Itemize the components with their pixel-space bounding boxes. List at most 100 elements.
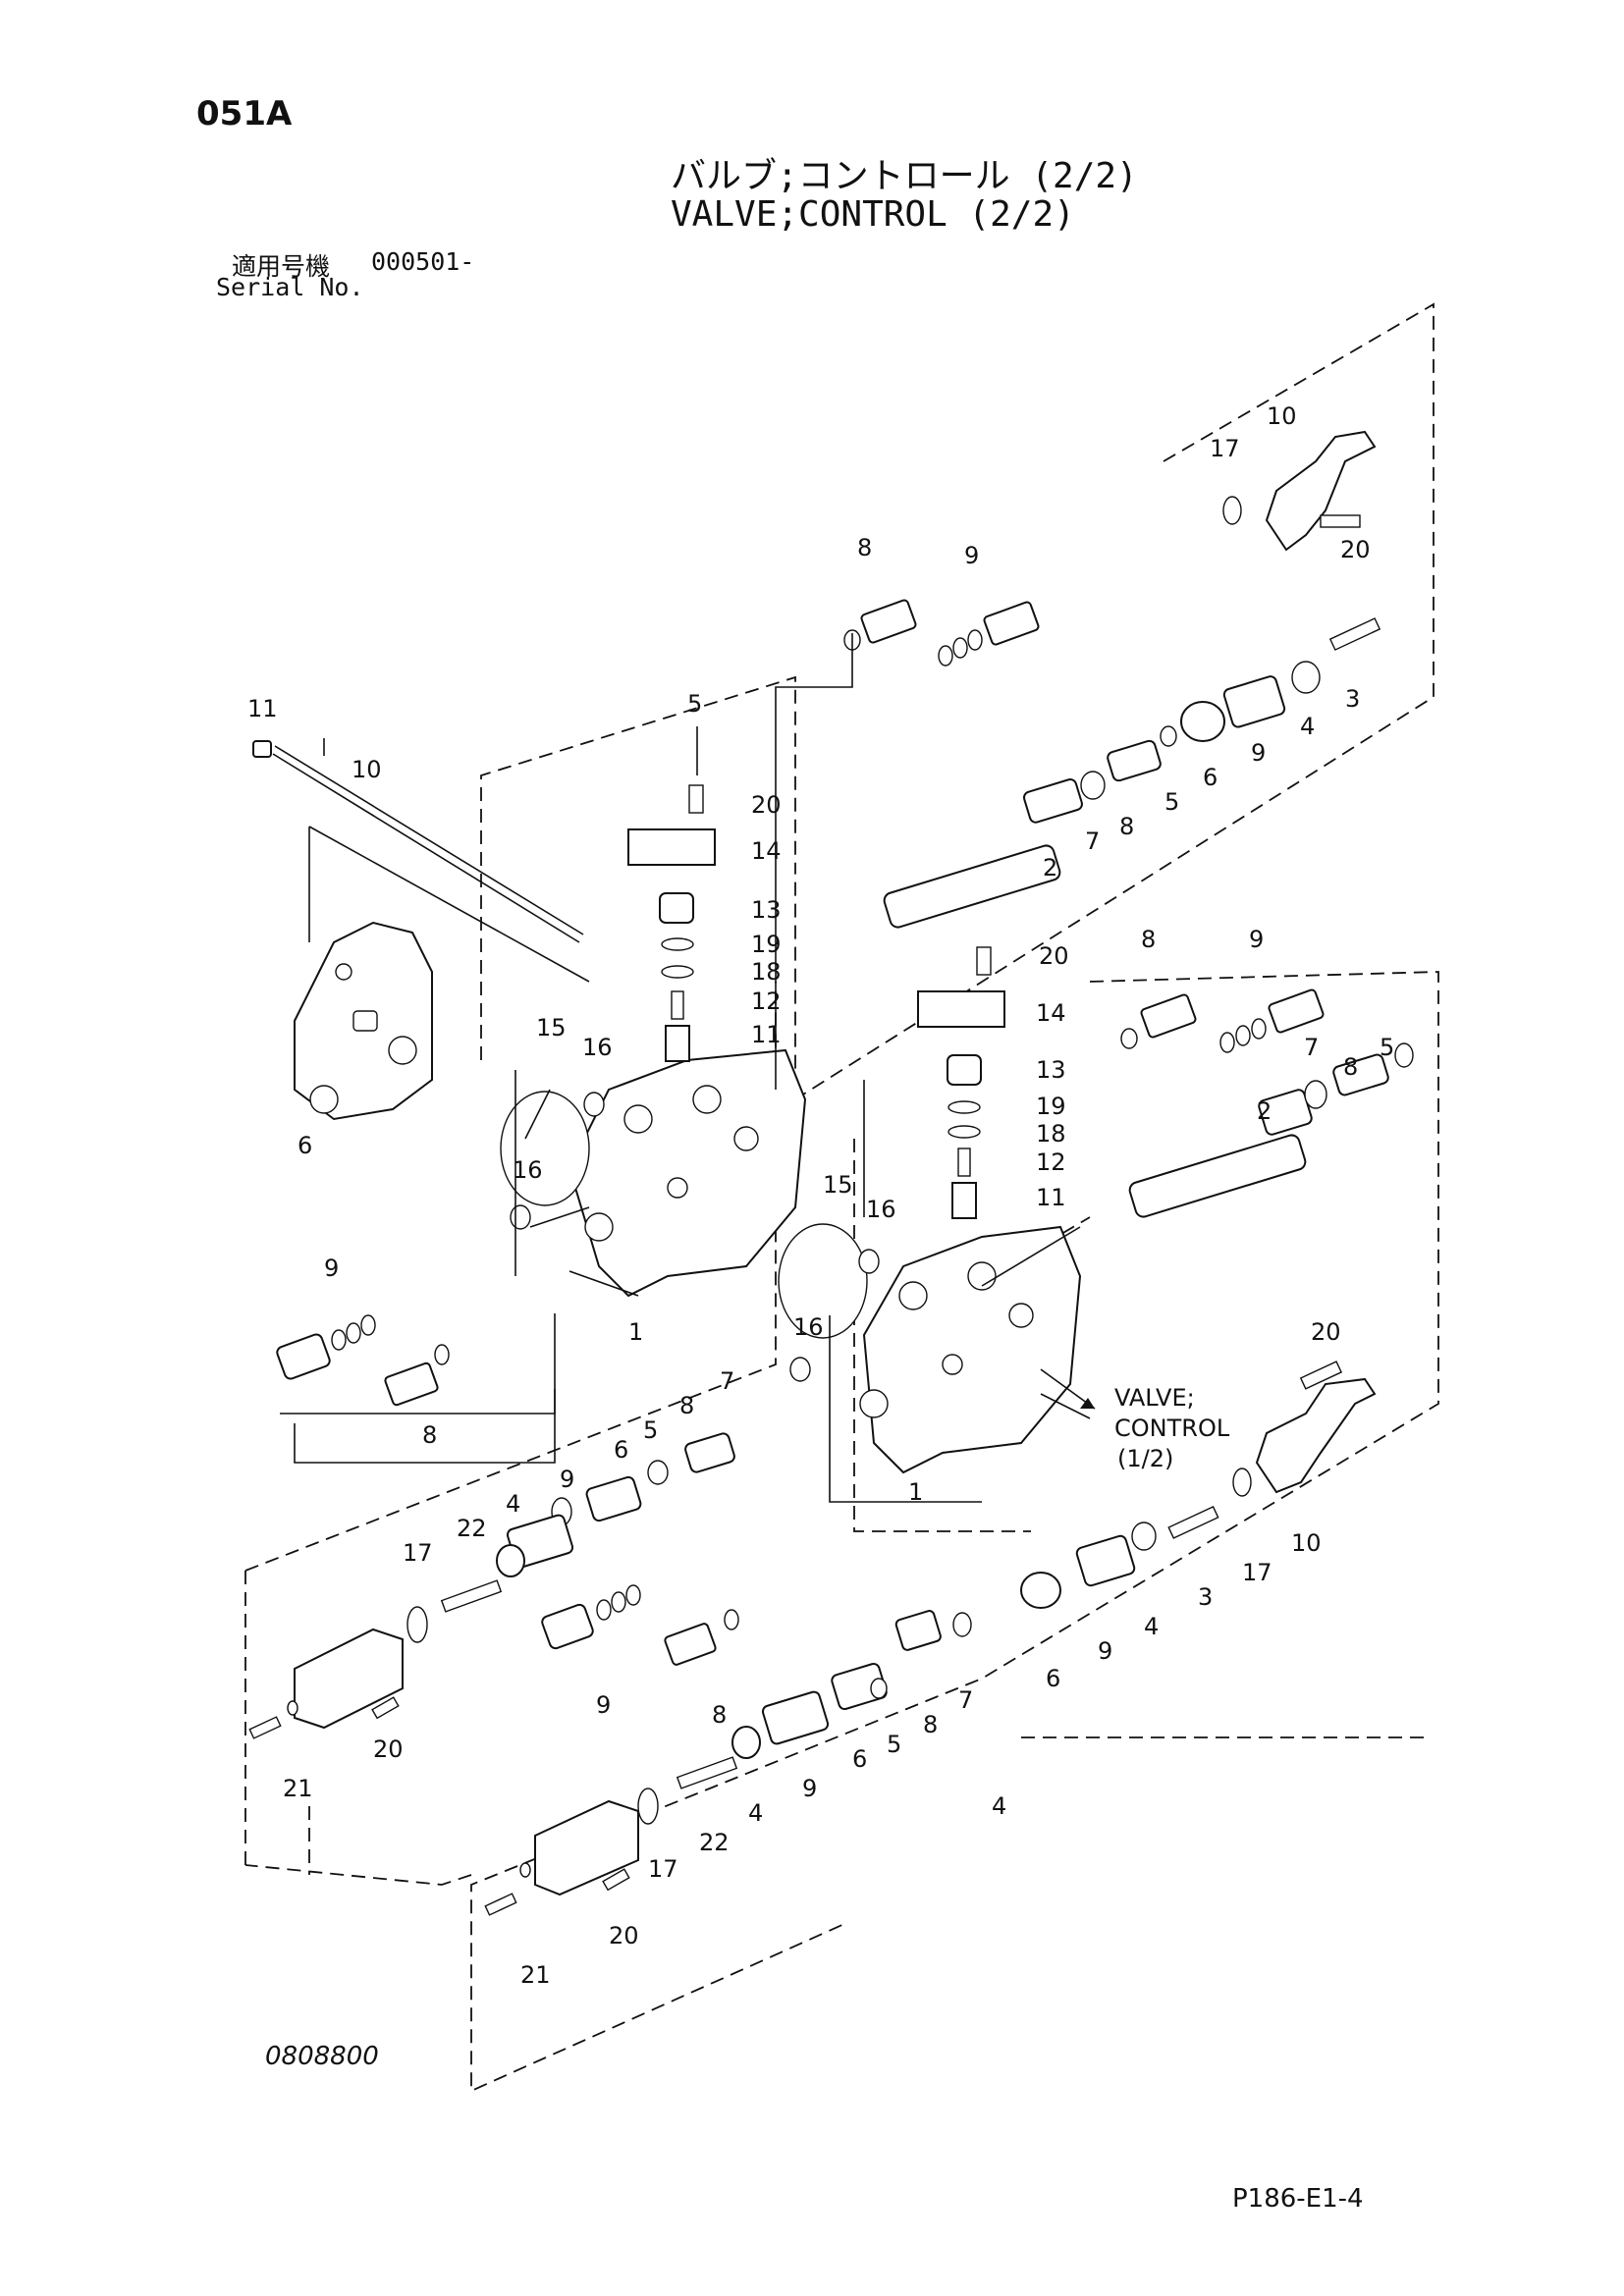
callout: 5	[687, 690, 702, 718]
callout: 21	[283, 1775, 313, 1802]
callout: 6	[614, 1436, 628, 1464]
callout: 13	[1036, 1056, 1066, 1084]
upper-spool-parts	[883, 430, 1381, 929]
callout: 18	[751, 958, 782, 986]
callout: 5	[1164, 788, 1179, 816]
callout: 7	[720, 1367, 734, 1395]
callout: 4	[506, 1490, 520, 1518]
upper-valve-body	[500, 1048, 807, 1298]
upper-ports	[843, 599, 1040, 667]
callout: 10	[352, 756, 382, 783]
plate-part	[627, 828, 716, 866]
callout: 15	[823, 1171, 853, 1199]
callout: 19	[1036, 1093, 1066, 1120]
callout: 16	[866, 1196, 896, 1223]
callout: 20	[1340, 536, 1371, 563]
serial-value: 000501-	[371, 247, 475, 276]
callout: 8	[923, 1711, 938, 1738]
callout: 11	[751, 1021, 782, 1048]
callout: 9	[596, 1691, 611, 1719]
callout: 10	[1291, 1529, 1322, 1557]
callout: 9	[1249, 926, 1264, 953]
callout: 7	[1085, 828, 1100, 855]
callout: 3	[1198, 1583, 1213, 1611]
callout: 16	[582, 1034, 613, 1061]
callout: 6	[1046, 1665, 1060, 1692]
callout: 8	[422, 1421, 437, 1449]
callout: 4	[1300, 713, 1315, 740]
nut-part	[252, 740, 272, 758]
callout: 22	[699, 1829, 730, 1856]
callout: 15	[536, 1014, 567, 1041]
callout: 18	[1036, 1120, 1066, 1148]
lower-right-relief	[1020, 1361, 1377, 1609]
callout: 4	[748, 1799, 763, 1827]
callout: 6	[298, 1132, 312, 1159]
callout: 4	[1144, 1613, 1159, 1640]
title-japanese: バルブ;コントロール (2/2)	[671, 156, 1138, 196]
lower-valve-body	[778, 1223, 1091, 1474]
upper-lower-spool-group	[248, 1432, 735, 1739]
lower-top-stack	[917, 946, 1005, 1219]
callout: 6	[852, 1745, 867, 1773]
reference-label-line1: VALVE;	[1114, 1384, 1195, 1412]
callout: 5	[643, 1416, 658, 1444]
reference-label: VALVE; CONTROL (1/2)	[1114, 1384, 1230, 1472]
lower-lower-spool-group	[484, 1584, 972, 1916]
callout: 5	[1380, 1034, 1394, 1061]
callout: 14	[751, 837, 782, 865]
callout: 1	[628, 1318, 643, 1346]
callout: 11	[247, 695, 278, 722]
callout: 22	[457, 1515, 487, 1542]
callout: 8	[1119, 813, 1134, 840]
reference-label-line3: (1/2)	[1117, 1445, 1173, 1472]
callout: 9	[324, 1255, 339, 1282]
callout: 13	[751, 896, 782, 924]
callout: 16	[793, 1313, 824, 1341]
callout: 17	[1210, 435, 1240, 462]
callout-labels: 11 10 6 5 20 14 13 19 18 12 11 15 16 16 …	[247, 402, 1394, 1989]
callout: 1	[908, 1478, 923, 1506]
callout: 10	[1267, 402, 1297, 430]
upper-top-stack	[627, 784, 716, 1062]
callout: 16	[513, 1156, 543, 1184]
callout: 20	[751, 791, 782, 819]
callout: 20	[1311, 1318, 1341, 1346]
callout: 12	[1036, 1148, 1066, 1176]
callout: 8	[679, 1392, 694, 1419]
callout: 21	[520, 1961, 551, 1989]
callout: 8	[712, 1701, 727, 1729]
callout: 8	[1343, 1053, 1358, 1081]
callout: 9	[1098, 1637, 1112, 1665]
callout: 20	[373, 1735, 404, 1763]
tie-rod-assembly	[252, 740, 590, 1121]
callout: 17	[403, 1539, 433, 1567]
leader-lines	[280, 633, 1096, 1503]
callout: 19	[751, 931, 782, 958]
callout: 20	[609, 1922, 639, 1949]
lower-spool-right	[1128, 1042, 1414, 1218]
callout: 5	[887, 1731, 901, 1758]
callout: 7	[1304, 1034, 1319, 1061]
callout: 8	[1141, 926, 1156, 953]
callout: 7	[958, 1686, 973, 1714]
serial-label-english: Serial No.	[216, 273, 364, 301]
callout: 9	[802, 1775, 817, 1802]
callout: 3	[1345, 685, 1360, 713]
callout: 4	[992, 1792, 1006, 1820]
callout: 9	[964, 542, 979, 569]
drawing-number: 0808800	[265, 2042, 379, 2071]
callout: 8	[857, 534, 872, 561]
reference-label-line2: CONTROL	[1114, 1415, 1230, 1442]
title-english: VALVE;CONTROL (2/2)	[671, 194, 1075, 235]
callout: 20	[1039, 942, 1069, 970]
lower-ports	[1120, 988, 1325, 1053]
serial-label-japanese: 適用号機	[232, 252, 331, 281]
callout: 9	[560, 1466, 574, 1493]
callout: 2	[1043, 854, 1057, 881]
callout: 2	[1257, 1097, 1272, 1125]
upper-left-ports	[276, 1314, 450, 1407]
callout: 14	[1036, 999, 1066, 1027]
callout: 17	[648, 1855, 678, 1883]
